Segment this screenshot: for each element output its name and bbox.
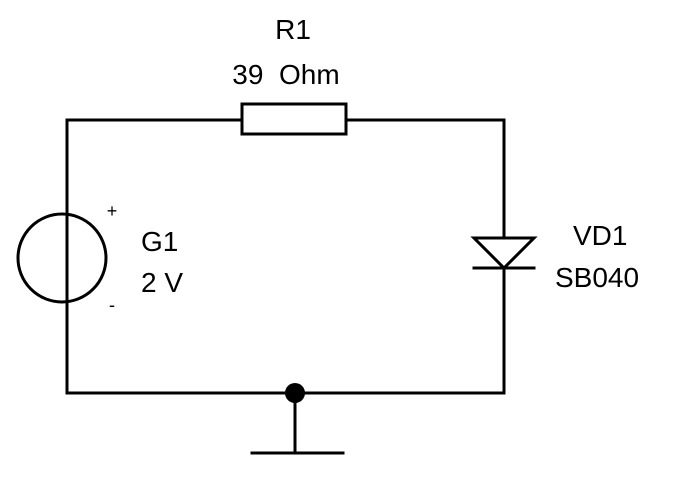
source-minus-sign: - <box>109 295 115 315</box>
source-ref-label: G1 <box>141 226 178 257</box>
diode-ref-label: VD1 <box>573 220 627 251</box>
source-circle <box>16 212 108 304</box>
resistor-ref-label: R1 <box>275 14 311 45</box>
ground-symbol[interactable] <box>250 383 345 455</box>
resistor-value-label: 39 Ohm <box>232 59 339 90</box>
resistor-body <box>240 102 348 136</box>
wires <box>65 118 506 395</box>
resistor-r1[interactable]: R1 39 Ohm <box>232 14 348 136</box>
diode-model-label: SB040 <box>555 262 639 293</box>
source-value-label: 2 V <box>141 267 183 298</box>
source-plus-sign: + <box>107 201 118 221</box>
diode-triangle <box>470 236 538 271</box>
diode-vd1[interactable]: VD1 SB040 <box>470 220 639 293</box>
voltage-source-g1[interactable]: + - G1 2 V <box>16 201 183 315</box>
